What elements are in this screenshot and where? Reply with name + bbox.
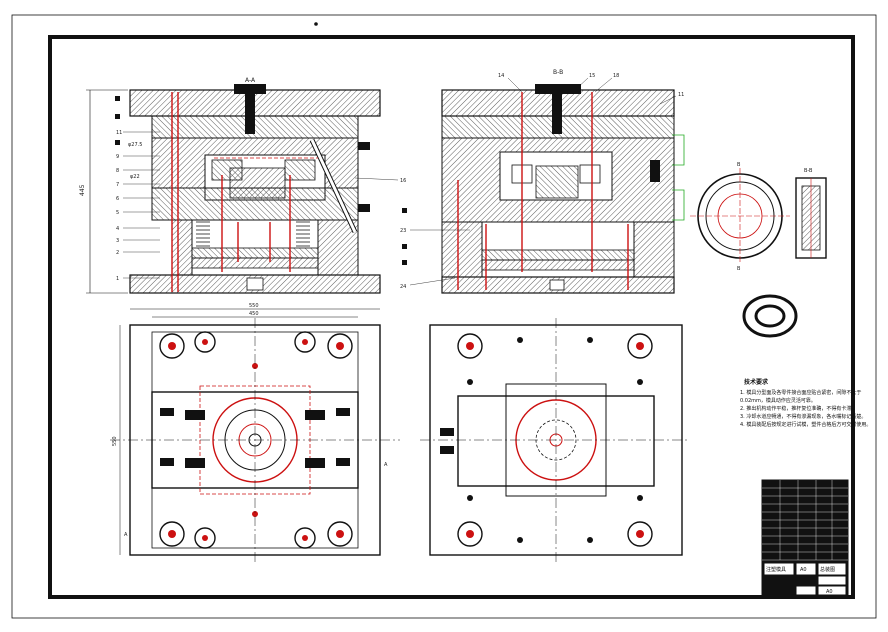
spring-icon	[196, 221, 310, 247]
title-block-name: 注塑模具	[766, 566, 786, 573]
leader-label: 23	[400, 228, 406, 234]
leader-label: 11	[116, 130, 122, 136]
sheet-frame	[48, 35, 855, 599]
part-section-title: B-B	[804, 168, 813, 174]
notes-title: 技术要求	[744, 378, 769, 386]
section-mark: A	[384, 462, 388, 468]
notes-line: 3. 冷却水道应畅通，不得有渗漏现象，各水嘴标记清楚。	[740, 413, 866, 420]
leader-label: 18	[613, 73, 619, 79]
width-dimension-outer: 550	[249, 303, 259, 309]
notes-line: 2. 推出机构动作平稳，推杆复位准确，不得有卡滞。	[740, 405, 856, 412]
notes-line: 1. 模具分型面及各零件接合面应贴合紧密，间隙不大于	[740, 389, 861, 396]
leader-label: 9	[116, 154, 119, 160]
leader-label: 5	[116, 210, 119, 216]
section-mark: A	[124, 532, 128, 538]
bottom-view	[420, 318, 690, 562]
notes-line: 0.02mm，模具动作应灵活可靠。	[740, 397, 816, 404]
top-dot	[314, 22, 318, 26]
top-view: 550 450 550 A A	[110, 303, 400, 562]
part-section-mark: B	[737, 162, 741, 168]
title-block-scale: A0	[800, 567, 807, 573]
front-section-title: A-A	[245, 77, 256, 84]
callout-phi-b: φ22	[130, 174, 140, 180]
height-dimension-top: 550	[112, 436, 118, 446]
notes-line: 4. 模具装配后按规定进行试模，塑件合格后方可交付使用。	[740, 421, 871, 428]
leader-label: 1	[116, 276, 119, 282]
leader-label: 15	[589, 73, 595, 79]
sheet-outer-border	[11, 14, 877, 619]
guide-pin-icon	[171, 92, 291, 292]
leader-label: 8	[116, 168, 119, 174]
side-section-view: B-B 14 15	[400, 69, 685, 294]
leader-label: 11	[678, 92, 684, 98]
front-section-view: A-A	[79, 77, 406, 294]
title-block: 注塑模具 A0 总装图 A0	[761, 479, 849, 597]
callout-phi-a: φ27.5	[128, 142, 142, 148]
side-section-title: B-B	[553, 69, 563, 76]
leader-label: 2	[116, 250, 119, 256]
leader-label: 3	[116, 238, 119, 244]
part-views: B B B-B	[690, 162, 827, 338]
leader-label: 14	[498, 73, 504, 79]
technical-notes: 技术要求 1. 模具分型面及各零件接合面应贴合紧密，间隙不大于 0.02mm，模…	[740, 378, 871, 428]
leader-label: 24	[400, 284, 406, 290]
leader-label: 16	[400, 178, 406, 184]
leader-label: 7	[116, 182, 119, 188]
title-block-drawing-no: 总装图	[820, 566, 835, 573]
leader-label: 4	[116, 226, 119, 232]
title-block-sheet: A0	[826, 589, 833, 595]
leader-label: 6	[116, 196, 119, 202]
height-dimension-front: 445	[79, 184, 86, 196]
screw-icon	[234, 84, 266, 134]
width-dimension-inner: 450	[249, 311, 259, 317]
part-section-mark: B	[737, 266, 741, 272]
